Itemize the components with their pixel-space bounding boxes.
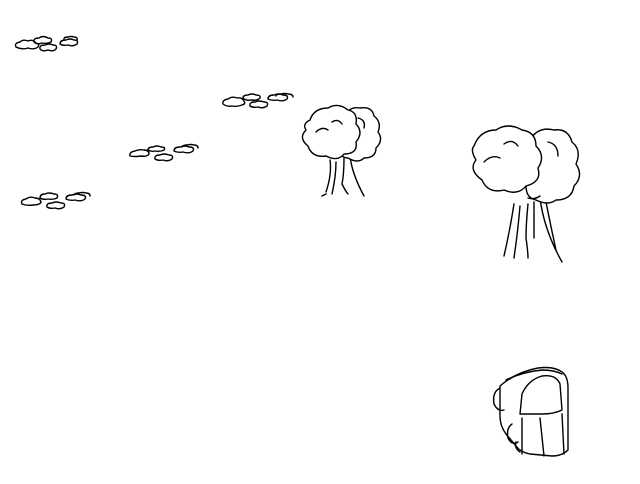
cloud-icon	[14, 35, 79, 52]
cloud-icon	[222, 92, 294, 109]
tree-icon	[471, 125, 581, 263]
cloud-icon	[129, 143, 199, 162]
car-icon	[492, 366, 569, 457]
cloud-icon	[20, 191, 91, 210]
tree-icon	[301, 104, 382, 197]
